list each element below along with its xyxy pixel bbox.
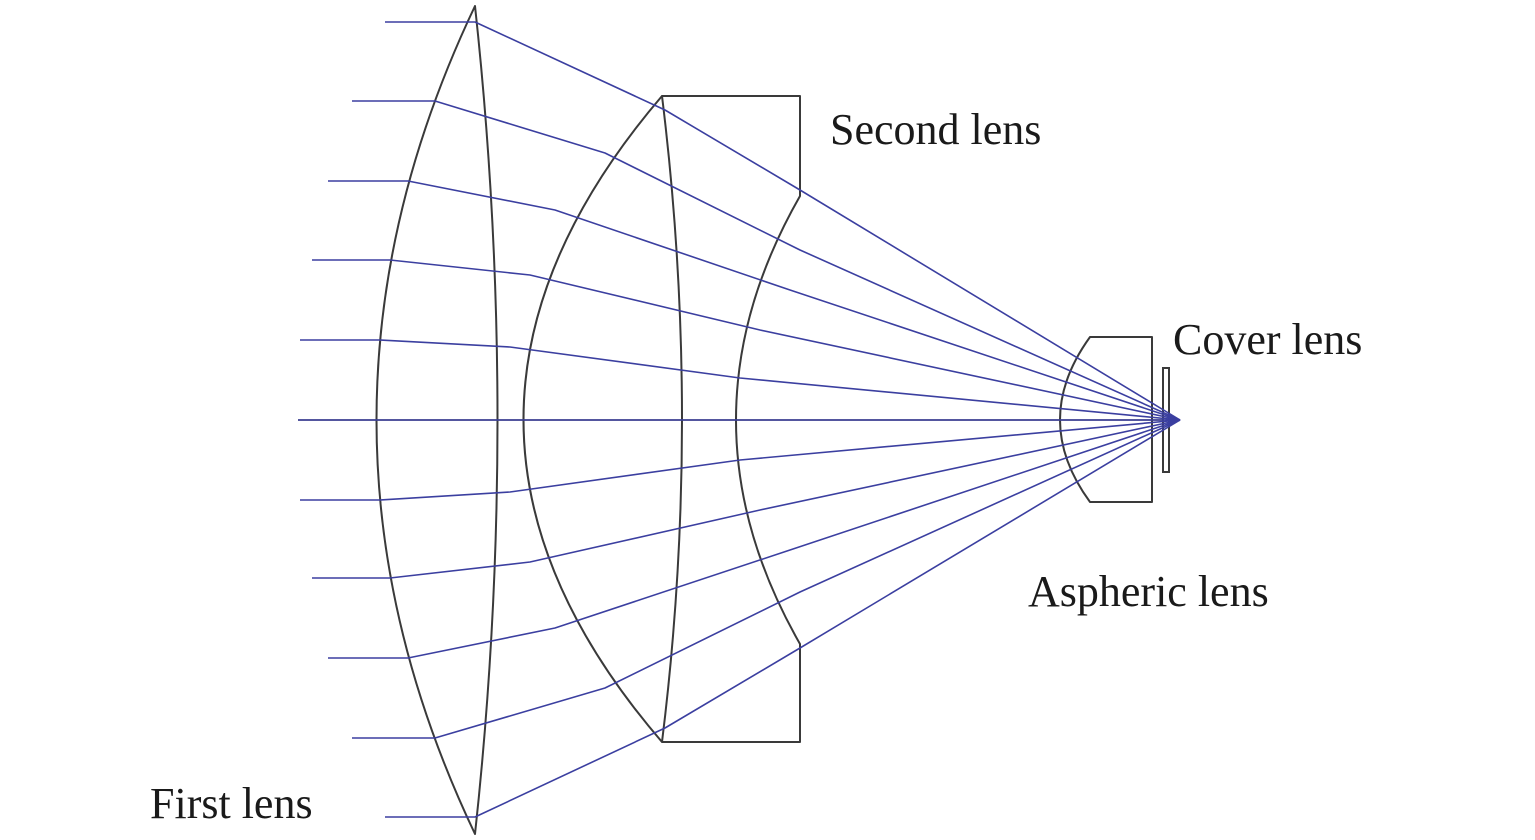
ray-4 [312,259,1181,421]
ray-bundle [298,21,1181,818]
second-lens-label: Second lens [830,105,1042,154]
first-lens-label: First lens [150,779,313,828]
ray-3 [328,180,1181,421]
second-lens-inner-surface [522,95,663,743]
aspheric-lens [1059,336,1153,503]
cover-lens-label: Cover lens [1173,315,1363,364]
ray-1 [385,21,1181,421]
first-lens [375,5,499,835]
ray-2 [352,100,1181,421]
ray-10 [352,419,1181,739]
ray-9 [328,419,1181,659]
ray-5 [300,339,1181,421]
second-lens [661,95,801,743]
ray-11 [385,419,1181,818]
ray-8 [312,419,1181,579]
ray-7 [300,419,1181,501]
aspheric-lens-label: Aspheric lens [1028,567,1269,616]
